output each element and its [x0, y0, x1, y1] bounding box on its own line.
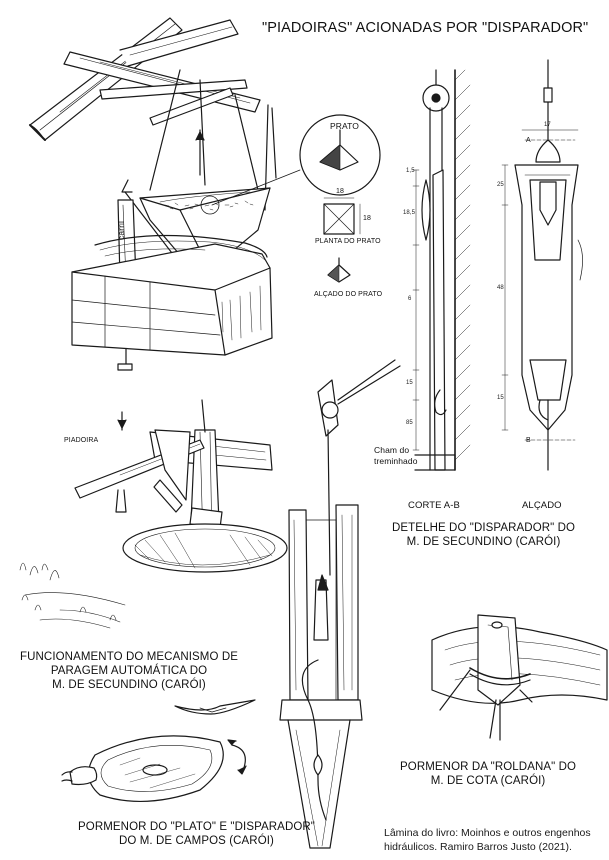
marker-a: A: [526, 137, 531, 144]
dim-48: 48: [497, 285, 504, 291]
dim-1-5: 1,5: [406, 168, 415, 174]
corte-ab-label: CORTE A-B: [408, 500, 460, 511]
piadoira-mechanism-drawing: [19, 399, 288, 629]
prato-callout-drawing: [200, 114, 381, 283]
dim-85: 85: [406, 420, 413, 426]
caption-roldana: PORMENOR DA "ROLDANA" DO M. DE COTA (CAR…: [400, 761, 577, 787]
piadoira-label: PIADOIRA: [64, 437, 99, 444]
alcado-do-prato-label: ALÇADO DO PRATO: [314, 291, 383, 298]
alcado-label: ALÇADO: [522, 500, 562, 511]
disparador-frame-drawing: [279, 359, 401, 849]
roldana-detail-drawing: [431, 614, 608, 741]
carril-label: carril: [116, 220, 126, 240]
marker-b: B: [526, 437, 531, 444]
caption-plato-disparador: PORMENOR DO "PLATO" E "DISPARADOR" DO M.…: [78, 821, 315, 847]
dim-17: 17: [544, 122, 551, 128]
plato-detail-drawing: [61, 699, 256, 803]
planta-do-prato-label: PLANTA DO PRATO: [315, 238, 381, 245]
plate-title: "PIADOIRAS" ACIONADAS POR "DISPARADOR": [262, 20, 589, 36]
dim-18-top: 18: [336, 188, 344, 195]
dim-25: 25: [497, 182, 504, 188]
caption-funcionamento: FUNCIONAMENTO DO MECANISMO DE PARAGEM AU…: [20, 651, 239, 691]
dim-18-5: 18,5: [403, 210, 416, 216]
dim-15-left: 15: [406, 380, 413, 386]
dim-18-side: 18: [363, 215, 371, 222]
mill-hopper-drawing: [29, 17, 277, 431]
section-elevation-drawing: [412, 59, 583, 471]
book-credit: Lâmina do livro: Moinhos e outros engenh…: [384, 827, 591, 853]
caption-disparador-detail: DETELHE DO "DISPARADOR" DO M. DE SECUNDI…: [392, 522, 576, 548]
prato-label: PRATO: [330, 121, 359, 131]
dim-15-right: 15: [497, 395, 504, 401]
dim-6: 6: [408, 296, 412, 302]
cham-do-treminhado-label: Cham do treminhado: [374, 445, 418, 466]
